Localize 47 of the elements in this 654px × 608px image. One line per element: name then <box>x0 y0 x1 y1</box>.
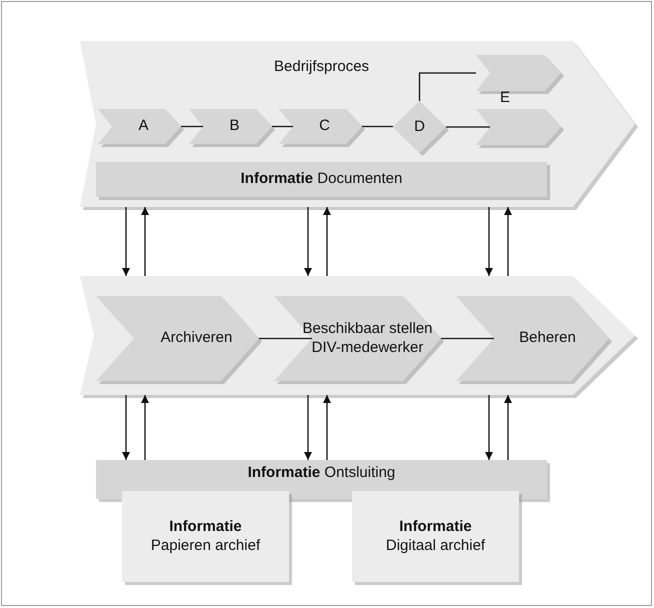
node-label: A <box>138 117 148 136</box>
node-label: D <box>414 118 425 136</box>
arrow <box>323 395 331 460</box>
node-label: B <box>229 117 240 136</box>
archive-card <box>122 491 292 585</box>
process-band <box>80 41 638 210</box>
information-bar <box>96 162 550 200</box>
band-heading: Bedrijfsproces <box>274 57 370 77</box>
arrow <box>504 395 512 460</box>
process-step <box>189 109 275 147</box>
process-step <box>98 109 184 147</box>
step-label: E <box>500 88 510 108</box>
process-band <box>80 276 638 398</box>
arrow <box>504 207 512 276</box>
arrow <box>323 207 331 276</box>
connector-line <box>362 126 393 128</box>
node-label: Archiveren <box>160 329 232 348</box>
arrow <box>485 395 493 460</box>
node-label: Digitaal archief <box>386 536 486 556</box>
node-label: Papieren archief <box>150 536 260 556</box>
arrow <box>122 395 130 460</box>
process-step <box>476 109 564 148</box>
process-step <box>456 296 612 384</box>
connector-line <box>259 338 312 340</box>
node-label: C <box>319 117 330 136</box>
node-label: Informatie <box>169 518 242 536</box>
decision-diamond <box>393 101 449 156</box>
arrow <box>485 207 493 276</box>
node-label: Informatie Documenten <box>240 170 402 189</box>
arrow <box>141 207 149 276</box>
node-label: Beheren <box>519 329 576 348</box>
connector-line <box>446 126 490 128</box>
connector-line <box>181 126 203 128</box>
node-label: Informatie Ontsluiting <box>248 464 396 483</box>
archive-card <box>352 491 522 585</box>
arrow <box>141 395 149 460</box>
process-step <box>274 296 444 384</box>
node-label: Informatie <box>399 518 472 536</box>
connector-line <box>272 126 293 128</box>
process-step <box>96 296 262 384</box>
process-step <box>279 109 365 147</box>
arrow <box>122 207 130 276</box>
node-label: Beschikbaar stellen DIV-medewerker <box>301 320 434 358</box>
arrow <box>304 207 312 276</box>
arrow <box>304 395 312 460</box>
connector-line <box>418 72 476 101</box>
connector-line <box>441 338 494 340</box>
